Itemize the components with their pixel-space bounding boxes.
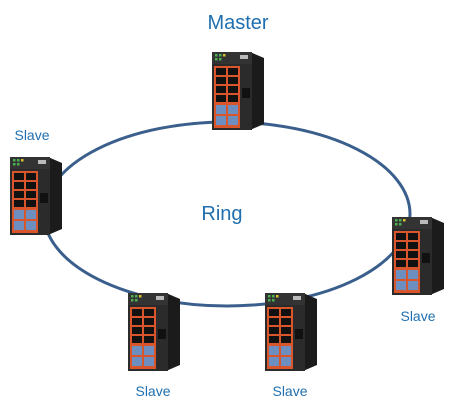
master-label: Master	[207, 12, 268, 34]
slave-switch-left-icon	[10, 157, 62, 235]
slave-switch-right-icon	[392, 217, 444, 295]
slave-label-left: Slave	[14, 127, 49, 143]
ring-label: Ring	[201, 203, 242, 225]
slave-label-bottom-left: Slave	[135, 383, 170, 399]
slave-switch-bottom-left-icon	[128, 293, 180, 371]
slave-switch-bottom-right-icon	[265, 293, 317, 371]
slave-label-right: Slave	[400, 308, 435, 324]
master-switch-icon	[212, 52, 264, 130]
slave-label-bottom-right: Slave	[272, 383, 307, 399]
